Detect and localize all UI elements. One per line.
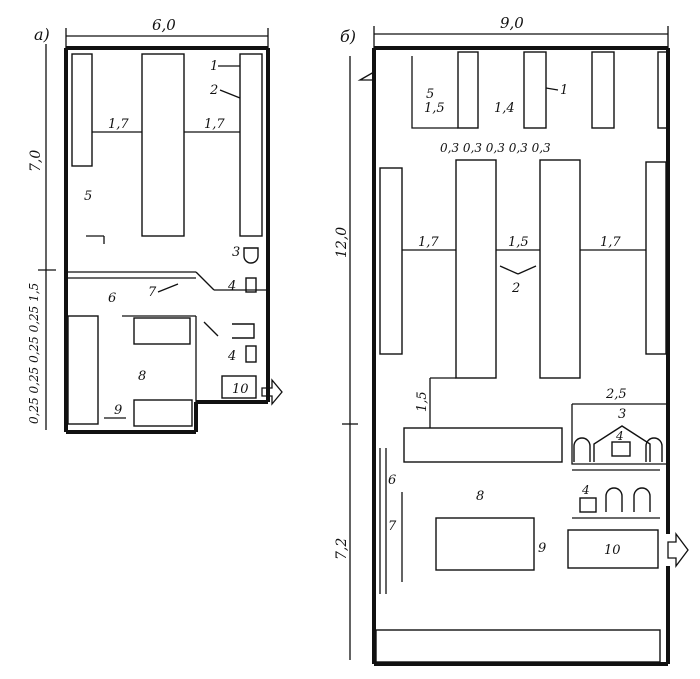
panel-b-label-4b: 4	[581, 483, 590, 497]
panel-b-label-5: 5	[426, 87, 434, 102]
panel-b-top-rack-3	[591, 51, 615, 129]
panel-b-top-rack-2	[523, 51, 547, 129]
panel-b-corner-door	[357, 71, 375, 81]
panel-a-label-7: 7	[148, 285, 157, 300]
panel-b-rack-widths: 0,3 0,3 0,3 0,3 0,3	[440, 141, 551, 155]
panel-b-aisle-3: 1,7	[600, 235, 621, 250]
panel-a: а) 6,0 7,0 0,25 0,25 0,25 0,25 1,5	[27, 16, 283, 434]
panel-b-cabinet-10	[567, 529, 659, 569]
panel-a-label-1: 1	[210, 59, 218, 74]
panel-a-label-9: 9	[114, 403, 122, 418]
panel-b-washbasin-icon	[611, 441, 631, 457]
panel-b: б) 9,0 12,0 7,2 1,5 1,4 5 1 0,3 0,3 0,3 …	[334, 14, 689, 666]
panel-b-stall-1	[573, 437, 591, 462]
panel-a-door-swing	[195, 271, 215, 291]
panel-a-shelf-top	[133, 317, 191, 345]
panel-a-label-3: 3	[232, 245, 240, 260]
panel-b-top-rack-4	[657, 51, 669, 129]
panel-b-leader-1	[545, 87, 559, 91]
panel-a-rack-3	[239, 53, 263, 237]
panel-a-left-dim-upper: 7,0	[28, 150, 44, 172]
panel-a-label-4b: 4	[227, 349, 236, 364]
panel-a-washbasin-icon	[243, 247, 259, 264]
panel-a-spacing-right: 1,7	[204, 117, 225, 132]
panel-a-cabinet-10	[221, 375, 257, 399]
panel-b-rack-center-right	[539, 159, 581, 379]
panel-b-stall-4	[633, 487, 651, 512]
panel-a-door-line	[203, 321, 219, 337]
panel-b-label-1: 1	[560, 83, 568, 98]
panel-a-rack-1	[71, 53, 93, 167]
panel-b-letter: б)	[340, 27, 356, 46]
panel-b-room-width: 2,5	[605, 387, 627, 402]
panel-b-label-10: 10	[604, 543, 621, 558]
panel-a-label-4a: 4	[227, 279, 236, 294]
panel-b-room-outline	[571, 404, 666, 465]
panel-a-toilet-icon-upper	[245, 277, 257, 293]
panel-a-label-5: 5	[84, 189, 92, 204]
panel-b-label-4a: 4	[615, 429, 624, 443]
panel-b-table-9	[435, 517, 535, 571]
panel-a-left-dim-lower: 0,25 0,25 0,25 0,25 1,5	[27, 283, 41, 424]
panel-b-rack-center-left	[455, 159, 497, 379]
panel-a-label-8: 8	[138, 369, 146, 384]
panel-a-label-2: 2	[209, 83, 218, 98]
panel-b-label-2: 2	[511, 281, 520, 296]
panel-b-left-dim-lower: 7,2	[334, 538, 350, 560]
panel-a-shelf-bottom	[133, 399, 193, 427]
panel-a-letter: а)	[34, 25, 50, 44]
panel-b-toilet-icon	[579, 497, 597, 513]
panel-b-left-dim-upper: 12,0	[334, 227, 350, 258]
panel-a-label-10: 10	[232, 382, 249, 397]
panel-a-rack-2	[141, 53, 185, 237]
panel-a-spacing-left: 1,7	[108, 117, 129, 132]
panel-b-rack-right	[645, 161, 667, 355]
panel-b-stall-3	[605, 487, 623, 512]
panel-a-top-dim: 6,0	[152, 16, 176, 34]
panel-b-top-rack-1	[457, 51, 479, 129]
panel-b-bottom-shelf	[375, 629, 661, 663]
panel-b-room-roof	[593, 425, 651, 462]
panel-b-label-6: 6	[388, 473, 396, 488]
panel-a-label-6: 6	[108, 291, 116, 306]
panel-b-dim-top-row-b: 1,4	[494, 101, 515, 116]
panel-b-shelf-row	[403, 427, 563, 463]
panel-b-label-9: 9	[538, 541, 546, 556]
panel-a-exit-arrow-icon	[261, 378, 283, 406]
panel-a-toilet-icon-lower	[245, 345, 257, 363]
panel-b-label-8: 8	[476, 489, 484, 504]
panel-b-exit-arrow-icon	[667, 532, 689, 568]
panel-b-leader-2a	[499, 265, 519, 275]
panel-b-stall-2	[645, 437, 663, 462]
panel-b-aisle-1: 1,7	[418, 235, 439, 250]
panel-a-leader-2	[219, 89, 241, 99]
panel-b-rack-left	[379, 167, 403, 355]
panel-a-shelf-left	[67, 315, 99, 425]
panel-b-top-bay-outline	[411, 56, 458, 129]
panel-b-leader-2b	[517, 265, 537, 275]
panel-b-dim-top-row-a: 1,5	[424, 101, 445, 116]
panel-b-label-3: 3	[618, 407, 626, 422]
panel-b-aisle-2: 1,5	[508, 235, 529, 250]
panel-b-top-dim: 9,0	[500, 14, 524, 32]
panel-b-label-7: 7	[388, 519, 397, 534]
panel-a-shower-icon	[232, 323, 255, 339]
panel-b-passage-dim: 1,5	[415, 391, 430, 412]
panel-a-leader-7	[157, 283, 179, 293]
